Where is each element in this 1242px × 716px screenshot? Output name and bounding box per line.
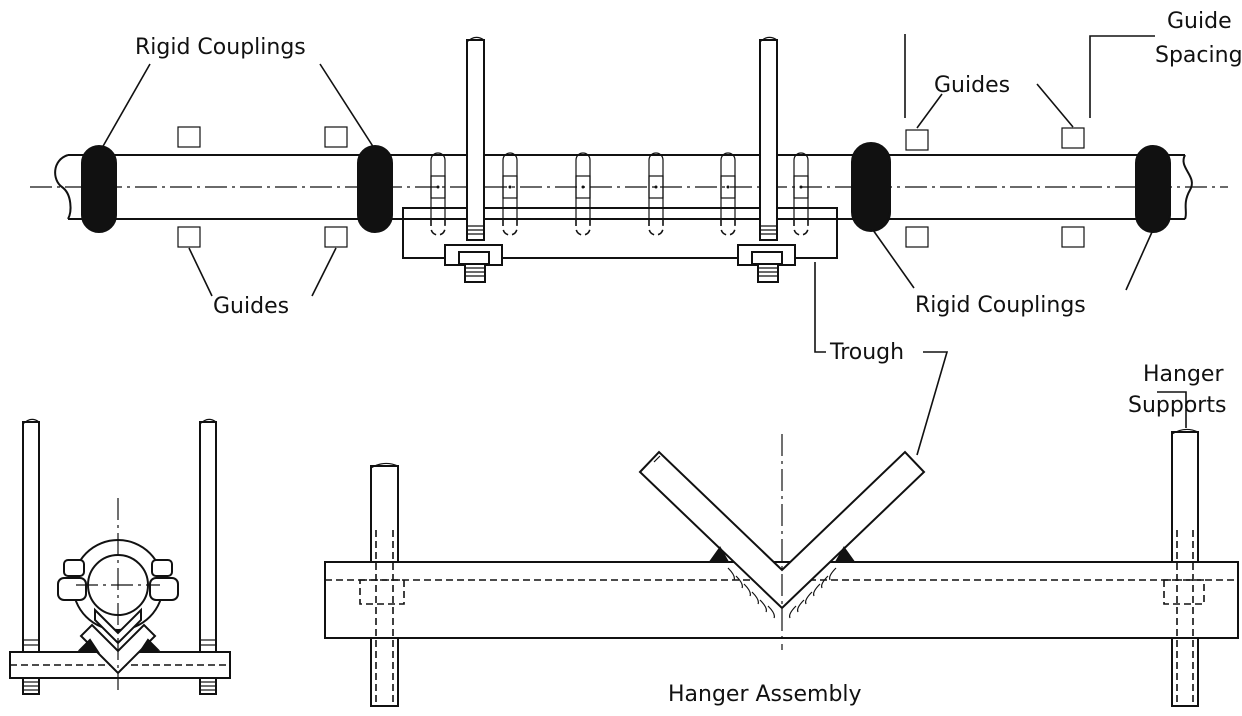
- label-guides-top-right: Guides: [934, 73, 1010, 98]
- hanger-rod-right: [737, 36, 796, 283]
- guides: [177, 126, 1085, 248]
- label-hanger-assembly: Hanger Assembly: [668, 682, 862, 707]
- clip: [793, 152, 809, 236]
- guide: [177, 126, 201, 148]
- clip: [648, 152, 664, 236]
- pipe-break-right: [1182, 154, 1193, 220]
- clip: [430, 152, 446, 236]
- guide: [1061, 127, 1085, 149]
- guide: [324, 226, 348, 248]
- end-view-rod-right: [199, 421, 217, 673]
- clip: [720, 152, 736, 236]
- label-trough: Trough: [829, 340, 904, 365]
- rigid-couplings: [81, 142, 1171, 233]
- label-guide-spacing-line2: Spacing: [1155, 43, 1242, 68]
- clip: [502, 152, 518, 236]
- hanger-rod-left: [444, 36, 503, 283]
- rigid-coupling: [357, 145, 393, 233]
- rigid-coupling: [1135, 145, 1171, 233]
- label-hanger-supports-line1: Hanger: [1143, 362, 1224, 387]
- label-guide-spacing-line1: Guide: [1167, 9, 1232, 34]
- label-rigid-couplings-bottom: Rigid Couplings: [915, 293, 1086, 318]
- guide: [324, 126, 348, 148]
- pipe-clips: [430, 152, 809, 236]
- guide: [1061, 226, 1085, 248]
- rigid-coupling: [851, 142, 891, 232]
- guide: [177, 226, 201, 248]
- guide: [905, 129, 929, 151]
- guide: [905, 226, 929, 248]
- pipe-break-left: [54, 154, 72, 220]
- hanger-assembly-side-view: [324, 428, 1239, 707]
- clip: [575, 152, 591, 236]
- label-hanger-supports-line2: Supports: [1128, 393, 1226, 418]
- rigid-coupling: [81, 145, 117, 233]
- label-guides-bottom-left: Guides: [213, 294, 289, 319]
- end-view-rod-left: [22, 421, 40, 673]
- end-view-hanger: [9, 418, 231, 695]
- label-rigid-couplings-top: Rigid Couplings: [135, 35, 306, 60]
